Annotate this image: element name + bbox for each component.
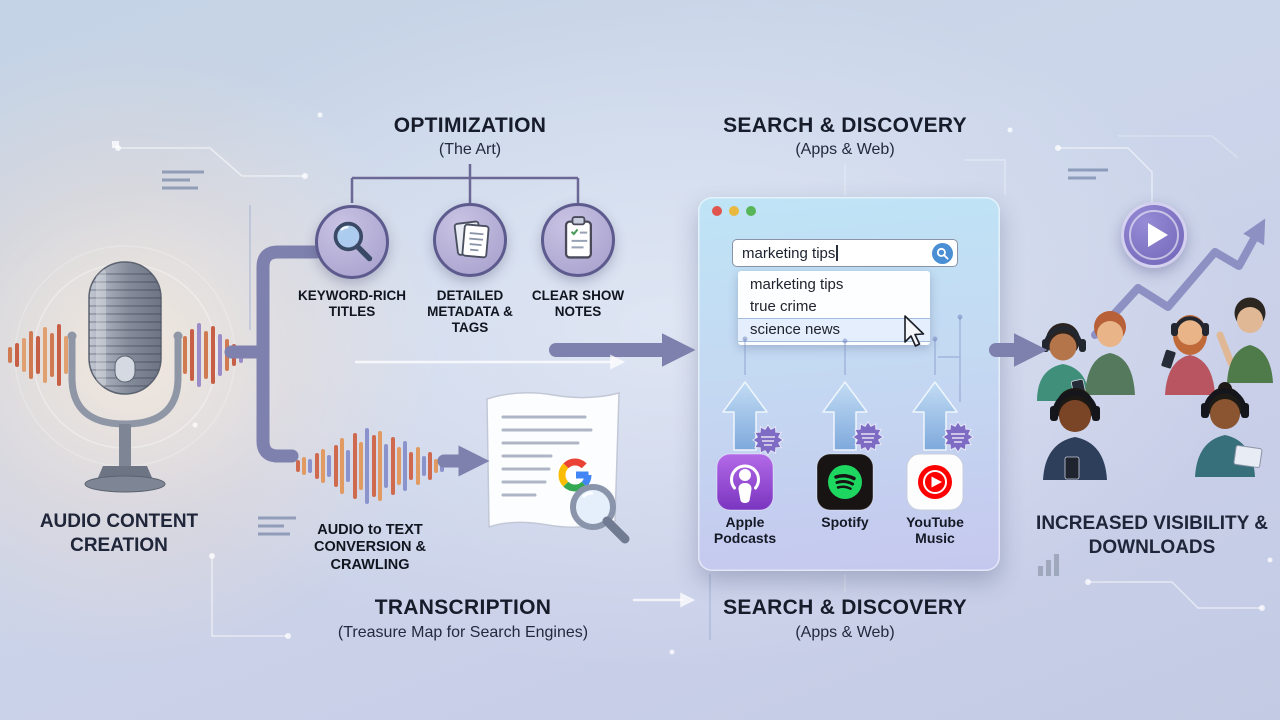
search-icon bbox=[936, 247, 949, 259]
keyword-titles-label: KEYWORD-RICH TITLES bbox=[298, 288, 406, 320]
documents-icon bbox=[453, 220, 490, 259]
creation-label: AUDIO CONTENT CREATION bbox=[39, 511, 199, 556]
google-g-icon bbox=[556, 456, 594, 494]
search-discovery-top-subtitle: (Apps & Web) bbox=[795, 141, 895, 158]
metadata-label: DETAILED METADATA & TAGS bbox=[427, 288, 513, 336]
ranking-badge bbox=[942, 421, 974, 453]
waveform-left-icon bbox=[8, 324, 75, 386]
search-discovery-bottom-subtitle: (Apps & Web) bbox=[795, 624, 895, 641]
mic-body bbox=[67, 261, 183, 493]
text-caret bbox=[836, 245, 838, 261]
person-listener bbox=[1195, 382, 1263, 477]
app-icon-youtube-music[interactable] bbox=[906, 453, 964, 511]
suggestion-item[interactable]: science news bbox=[738, 318, 930, 342]
waveform-right-icon bbox=[176, 323, 243, 387]
play-button-icon bbox=[1121, 202, 1187, 268]
app-label: YouTube Music bbox=[906, 514, 964, 547]
suggestion-list: marketing tips true crime science news bbox=[738, 271, 930, 345]
rank-up-arrow bbox=[722, 381, 958, 451]
transcription-title: TRANSCRIPTION bbox=[374, 596, 552, 619]
traffic-light-close[interactable] bbox=[712, 206, 722, 216]
traffic-light-zoom[interactable] bbox=[746, 206, 756, 216]
transcript-document-icon bbox=[486, 392, 630, 544]
traffic-light-minimize[interactable] bbox=[729, 206, 739, 216]
optimization-title: OPTIMIZATION bbox=[393, 114, 547, 137]
search-button[interactable] bbox=[932, 242, 953, 264]
app-label: Spotify bbox=[821, 514, 869, 530]
person-listener bbox=[1085, 311, 1135, 395]
show-notes-circle bbox=[541, 203, 615, 277]
suggestion-item[interactable]: marketing tips bbox=[750, 276, 844, 293]
growth-arrow bbox=[1091, 218, 1266, 339]
metadata-circle bbox=[433, 203, 507, 277]
app-label: Apple Podcasts bbox=[713, 514, 777, 547]
ranking-badge bbox=[852, 421, 884, 453]
audience-illustration bbox=[1037, 218, 1273, 576]
clipboard-icon bbox=[564, 216, 593, 259]
mini-bar-chart bbox=[1038, 554, 1059, 576]
search-discovery-top-title: SEARCH & DISCOVERY bbox=[723, 114, 967, 137]
person-listener bbox=[1216, 297, 1273, 383]
app-icon-spotify[interactable] bbox=[816, 453, 874, 511]
search-input[interactable]: marketing tips bbox=[732, 239, 958, 267]
microphone-icon bbox=[8, 245, 243, 493]
optimization-subtitle: (The Art) bbox=[438, 141, 502, 158]
app-icon-apple-podcasts[interactable] bbox=[716, 453, 774, 511]
search-discovery-bottom-title: SEARCH & DISCOVERY bbox=[723, 596, 967, 619]
play-button-ring bbox=[1129, 210, 1179, 260]
ranking-badge bbox=[752, 424, 784, 456]
magnifier-over-doc-icon bbox=[570, 484, 630, 544]
person-listener bbox=[1160, 315, 1215, 395]
transcription-subtitle: (Treasure Map for Search Engines) bbox=[337, 624, 589, 641]
person-listener bbox=[1043, 388, 1107, 480]
browser-window: marketing tips marketing tips true crime… bbox=[698, 197, 1000, 571]
keyword-titles-circle bbox=[315, 205, 389, 279]
transcription-waveform-icon bbox=[296, 428, 444, 504]
show-notes-label: CLEAR SHOW NOTES bbox=[531, 288, 625, 320]
search-query-text: marketing tips bbox=[742, 244, 836, 262]
magnifier-icon bbox=[333, 221, 373, 262]
conversion-label: AUDIO to TEXT CONVERSION & CRAWLING bbox=[314, 522, 426, 573]
outcome-label: INCREASED VISIBILITY & DOWNLOADS bbox=[1036, 513, 1268, 558]
mouse-cursor-icon bbox=[904, 315, 925, 347]
suggestion-item[interactable]: true crime bbox=[750, 298, 817, 315]
